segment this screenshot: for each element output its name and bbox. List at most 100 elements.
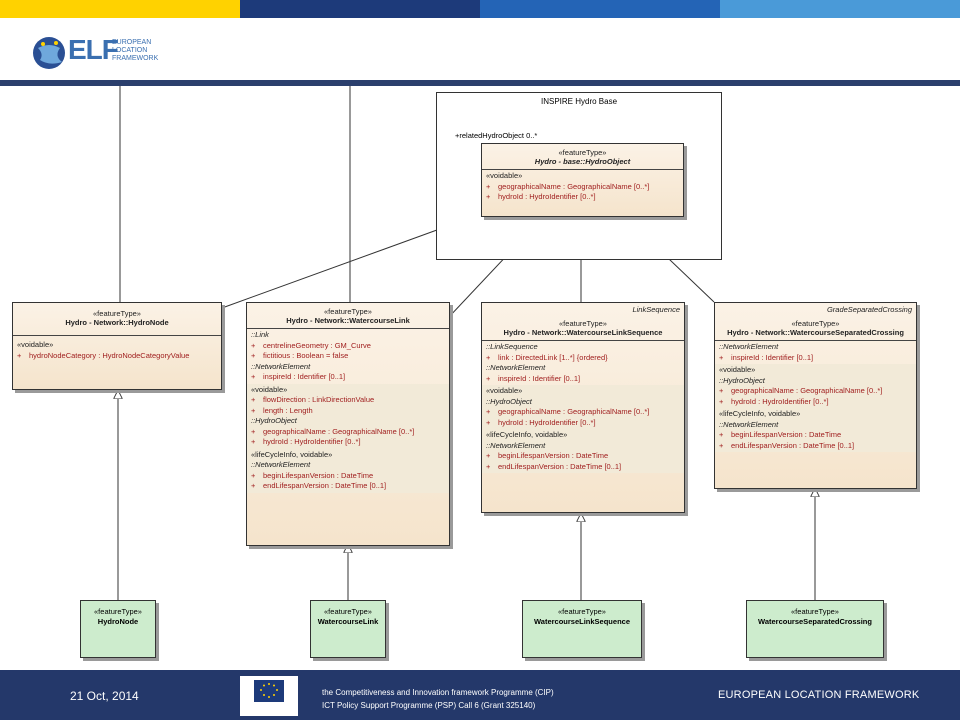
class-watercourseseparatedcrossing[interactable]: GradeSeparatedCrossing «featureType» Hyd… (714, 302, 917, 489)
attribute: geographicalName : GeographicalName [0..… (498, 407, 650, 416)
bar-blue (480, 0, 720, 18)
stereotype: «featureType» (558, 148, 607, 157)
attribute: endLifespanVersion : DateTime [0..1] (263, 481, 387, 490)
section-title: «voidable» (17, 340, 54, 349)
section-title: ::NetworkElement (719, 342, 779, 351)
visibility: + (251, 395, 256, 404)
visibility: + (251, 470, 256, 480)
bar-yellow (0, 0, 240, 18)
visibility: + (486, 417, 491, 427)
logo-elf-text: ELF (68, 34, 119, 65)
stereotype: «featureType» (93, 309, 141, 318)
attr-section: «voidable» + flowDirection : LinkDirectio… (247, 383, 449, 449)
globe-icon (33, 37, 65, 69)
class-caption: GradeSeparatedCrossing (826, 305, 912, 314)
stereotype: «featureType» (559, 319, 607, 328)
class-hydroobject[interactable]: «featureType» Hydro - base::HydroObject … (481, 143, 684, 217)
class-header: «featureType» Hydro - base::HydroObject (482, 144, 683, 170)
attribute: centrelineGeometry : GM_Curve (263, 340, 371, 350)
section-title: ::NetworkElement (251, 460, 311, 469)
attribute: geographicalName : GeographicalName [0..… (498, 181, 650, 191)
attr-section: ::LinkSequence +link : DirectedLink [1..… (482, 341, 684, 385)
attribute: inspireId : Identifier [0..1] (263, 372, 346, 381)
programme-line: the Competitiveness and Innovation frame… (322, 688, 554, 697)
class-caption: LinkSequence (632, 305, 680, 314)
footer-programme: the Competitiveness and Innovation frame… (322, 686, 554, 712)
header (0, 18, 960, 80)
section-title: ::NetworkElement (486, 440, 546, 450)
visibility: + (251, 351, 256, 360)
class-name: Hydro - Network::WatercourseSeparatedCro… (727, 328, 904, 337)
eu-flag-logo (240, 676, 298, 716)
stereotype: «featureType» (94, 607, 142, 616)
section-title: ::NetworkElement (486, 363, 546, 372)
attribute: hydroId : HydroIdentifier [0..*] (498, 192, 596, 201)
section-title: «lifeCycleInfo, voidable» (719, 409, 801, 418)
visibility: + (486, 407, 491, 416)
class-hydronode[interactable]: «featureType» Hydro - Network::HydroNode… (12, 302, 222, 390)
class-header: «featureType» Hydro - Network::Watercour… (715, 303, 916, 341)
visibility: + (251, 481, 256, 490)
visibility: + (251, 426, 256, 436)
footer: 21 Oct, 2014 (0, 670, 960, 720)
attribute: hydroId : HydroIdentifier [0..*] (731, 396, 829, 406)
class-name: Hydro - Network::WatercourseLinkSequence (503, 328, 663, 337)
visibility: + (719, 430, 724, 439)
visibility: + (719, 352, 724, 362)
section-title: ::Link (251, 330, 269, 339)
attr-section: «voidable» + geographicalName : Geographi… (482, 170, 683, 204)
class-watercourselinksequence[interactable]: LinkSequence «featureType» Hydro - Netwo… (481, 302, 685, 513)
visibility: + (251, 372, 256, 381)
class-green-watercourselink[interactable]: «featureType» WatercourseLink (310, 600, 386, 658)
attr-section: «lifeCycleInfo, voidable» ::NetworkEleme… (247, 448, 449, 493)
section-title: ::NetworkElement (719, 419, 779, 429)
attribute: beginLifespanVersion : DateTime (263, 470, 374, 480)
attribute: inspireId : Identifier [0..1] (731, 352, 814, 362)
package-title: INSPIRE Hydro Base (540, 97, 618, 106)
attr-section: «lifeCycleInfo, voidable» ::NetworkEleme… (482, 429, 684, 473)
section-title: «voidable» (486, 171, 523, 180)
eu-stars-icon (254, 680, 284, 702)
visibility: + (719, 396, 724, 406)
stereotype: «featureType» (324, 607, 372, 616)
attribute: beginLifespanVersion : DateTime (498, 451, 609, 460)
attribute: beginLifespanVersion : DateTime (731, 430, 842, 439)
section-title: ::HydroObject (486, 396, 532, 406)
elf-logo: ELF EUROPEAN LOCATION FRAMEWORK (32, 34, 162, 74)
attribute: hydroNodeCategory : HydroNodeCategoryVal… (29, 350, 190, 360)
programme-line: ICT Policy Support Programme (PSP) Call … (322, 701, 536, 710)
visibility: + (251, 405, 256, 415)
visibility: + (719, 386, 724, 395)
class-green-watercourseseparatedcrossing[interactable]: «featureType» WatercourseSeparatedCrossi… (746, 600, 884, 658)
section-title: «voidable» (251, 384, 288, 394)
class-green-hydronode[interactable]: «featureType» HydroNode (80, 600, 156, 658)
stereotype: «featureType» (558, 607, 606, 616)
visibility: + (486, 181, 491, 191)
attr-section: «lifeCycleInfo, voidable» ::NetworkEleme… (715, 408, 916, 452)
stereotype: «featureType» (791, 319, 840, 328)
attribute: hydroId : HydroIdentifier [0..*] (263, 437, 361, 446)
stereotype: «featureType» (791, 607, 839, 616)
section-title: «lifeCycleInfo, voidable» (251, 449, 333, 459)
association-label: +relatedHydroObject 0..* (455, 131, 538, 140)
class-watercourselink[interactable]: «featureType» Hydro - Network::Watercour… (246, 302, 450, 546)
attr-section: «voidable» + hydroNodeCategory : HydroNod… (13, 336, 221, 362)
class-name: Hydro - base::HydroObject (534, 157, 631, 166)
visibility: + (719, 440, 724, 450)
attribute: link : DirectedLink [1..*] {ordered} (498, 352, 608, 362)
section-title: «voidable» (719, 365, 756, 374)
attribute: hydroId : HydroIdentifier [0..*] (498, 417, 596, 427)
attr-section: «voidable» ::HydroObject +geographicalNa… (715, 364, 916, 408)
section-title: ::HydroObject (251, 416, 297, 425)
visibility: + (17, 350, 22, 360)
bar-navy (240, 0, 480, 18)
class-green-watercourselinksequence[interactable]: «featureType» WatercourseLinkSequence (522, 600, 642, 658)
attribute: flowDirection : LinkDirectionValue (263, 395, 375, 404)
attribute: endLifespanVersion : DateTime [0..1] (731, 440, 855, 450)
attribute: geographicalName : GeographicalName [0..… (263, 426, 415, 436)
attribute: geographicalName : GeographicalName [0..… (731, 386, 883, 395)
section-title: ::NetworkElement (251, 361, 311, 371)
section-title: ::LinkSequence (486, 342, 538, 351)
class-name: Hydro - Network::HydroNode (65, 318, 169, 327)
visibility: + (251, 437, 256, 446)
